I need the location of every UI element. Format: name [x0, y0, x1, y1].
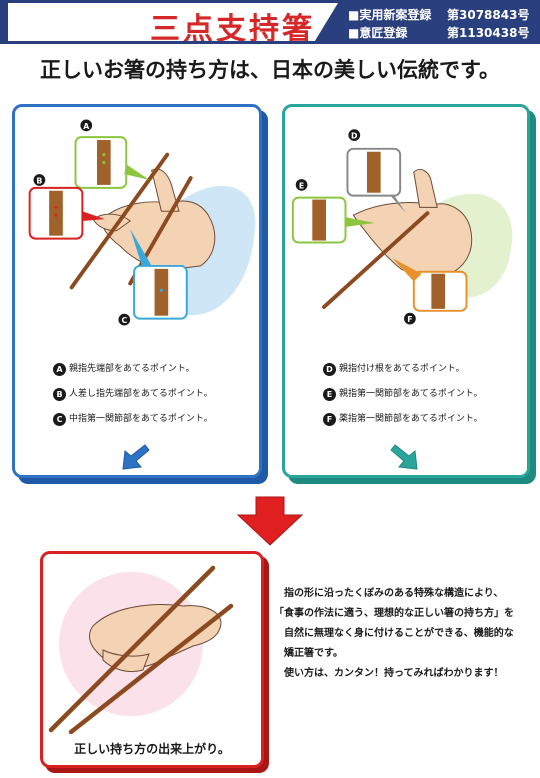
hand-illustration-def: D E F	[291, 129, 513, 325]
description-line-2: 「食事の作法に適う、理想的な正しい箸の持ち方」を	[274, 608, 514, 619]
badge-c: C	[53, 413, 66, 426]
header-bar: 三点支持箸 ■実用新案登録 第3078843号 ■意匠登録 第1130438号	[0, 0, 540, 44]
utility-model-number: 第3078843号	[447, 8, 530, 22]
svg-text:F: F	[407, 315, 412, 324]
svg-text:C: C	[121, 316, 127, 325]
svg-text:A: A	[83, 122, 89, 131]
design-reg-label: ■意匠登録	[348, 26, 408, 40]
product-description: 指の形に沿ったくぼみのある特殊な構造により、 「食事の作法に適う、理想的な正しい…	[274, 584, 538, 684]
badge-a: A	[53, 363, 66, 376]
description-line-3: 自然に無理なく身に付けることができる、機能的な	[284, 628, 514, 639]
badge-e: E	[323, 388, 336, 401]
point-text-f: 薬指第一関節部をあてるポイント。	[339, 414, 483, 424]
result-panel: 正しい持ち方の出来上がり。	[40, 551, 264, 768]
point-text-c: 中指第一関節部をあてるポイント。	[69, 414, 213, 424]
point-text-a: 親指先端部をあてるポイント。	[69, 364, 195, 374]
description-line-4: 矯正箸です。	[284, 648, 343, 659]
point-text-e: 親指第一関節部をあてるポイント。	[339, 389, 483, 399]
svg-text:E: E	[299, 181, 304, 190]
badge-d: D	[323, 363, 336, 376]
badge-f: F	[323, 413, 336, 426]
title-plate: 三点支持箸	[8, 3, 338, 41]
big-down-arrow-icon	[236, 496, 304, 546]
design-reg-number: 第1130438号	[447, 26, 530, 40]
description-line-5: 使い方は、カンタン！持ってみればわかります！	[284, 668, 504, 679]
result-caption: 正しい持ち方の出来上がり。	[74, 742, 230, 756]
point-text-d: 親指付け根をあてるポイント。	[339, 364, 465, 374]
point-text-b: 人差し指先端部をあてるポイント。	[69, 389, 213, 399]
description-line-1: 指の形に沿ったくぼみのある特殊な構造により、	[284, 588, 504, 599]
product-title: 三点支持箸	[150, 12, 315, 47]
svg-text:B: B	[36, 176, 42, 185]
badge-b: B	[53, 388, 66, 401]
arrow-down-right-icon	[390, 444, 418, 470]
arrow-down-left-icon	[122, 444, 150, 470]
correct-grip-illustration	[48, 565, 234, 734]
page-subtitle: 正しいお箸の持ち方は、日本の美しい伝統です。	[40, 58, 500, 82]
utility-model-label: ■実用新案登録	[348, 8, 432, 22]
svg-text:D: D	[351, 132, 358, 141]
hand-illustration-abc: A B C	[28, 119, 256, 326]
